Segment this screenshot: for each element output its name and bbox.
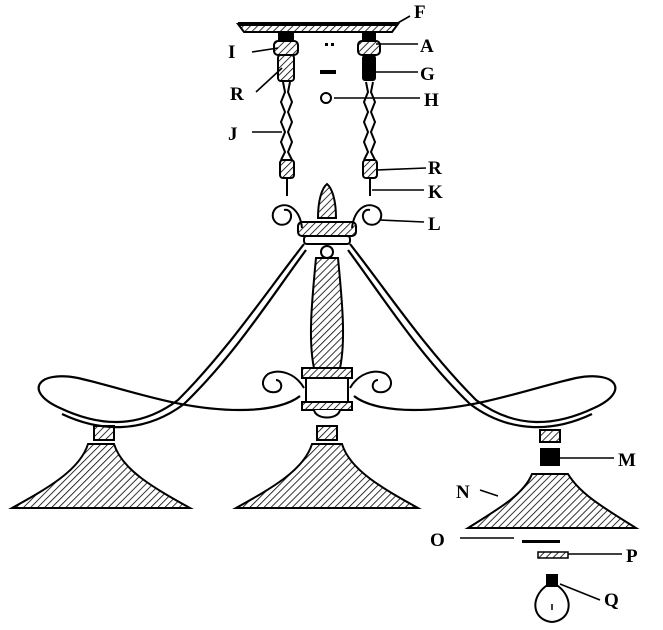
- part-h-ring: [320, 92, 332, 104]
- label-r-left: R: [230, 84, 244, 105]
- left-lower-hook: [279, 159, 295, 196]
- label-i: I: [228, 42, 235, 63]
- right-canopy-hook: [357, 33, 381, 81]
- part-p-nut: [537, 551, 569, 559]
- label-j: J: [228, 124, 238, 145]
- label-l: L: [428, 214, 441, 235]
- top-finial: [316, 182, 338, 219]
- middle-collar: [301, 367, 353, 419]
- label-n: N: [456, 482, 470, 503]
- label-k: K: [428, 182, 443, 203]
- center-shade: [232, 425, 422, 509]
- left-canopy-hook: [273, 33, 299, 82]
- left-chain: [279, 81, 294, 161]
- label-r-right: R: [428, 158, 442, 179]
- right-shade-fitter: [539, 429, 561, 466]
- top-collar: [297, 221, 357, 237]
- label-p: P: [626, 546, 638, 567]
- part-a-screws: [325, 43, 334, 46]
- label-g: G: [420, 64, 435, 85]
- label-m: M: [618, 450, 636, 471]
- label-h: H: [424, 90, 439, 111]
- part-o-ring: [522, 540, 560, 543]
- leader-lines: [251, 15, 622, 601]
- part-g-bar: [320, 70, 336, 74]
- right-chain: [362, 81, 377, 161]
- right-lower-hook: [362, 159, 378, 196]
- left-shade: [8, 425, 194, 509]
- ceiling-canopy: [236, 22, 400, 33]
- central-column: [309, 257, 345, 369]
- middle-scroll-loops: [261, 370, 393, 394]
- label-f: F: [414, 2, 426, 23]
- label-q: Q: [604, 590, 619, 611]
- top-scroll-loops: [271, 204, 383, 229]
- label-a: A: [420, 36, 434, 57]
- main-arms: [37, 243, 617, 429]
- label-o: O: [430, 530, 445, 551]
- right-shade: [464, 473, 640, 529]
- light-bulb: [534, 574, 570, 624]
